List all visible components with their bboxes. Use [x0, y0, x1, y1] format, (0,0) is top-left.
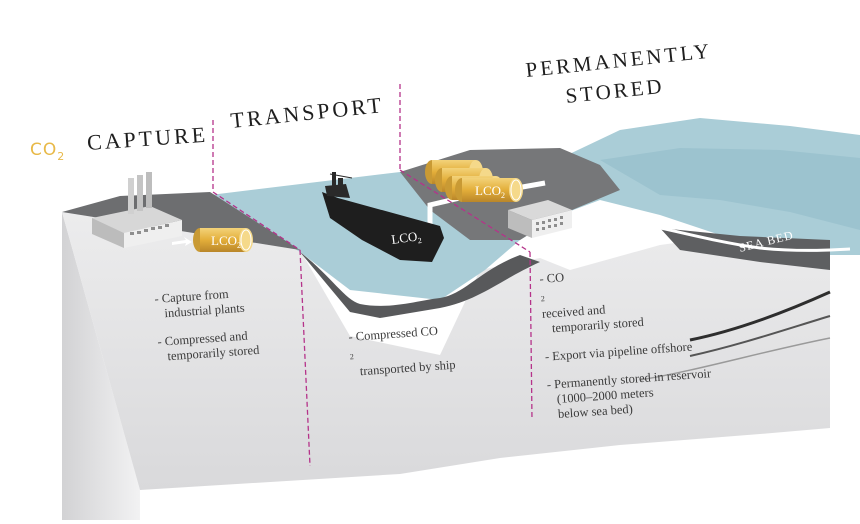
- lco2-label-ship: LCO2: [390, 228, 422, 249]
- ship-icon: [322, 172, 444, 262]
- storage-note-3: - Permanently stored in reservoir (1000–…: [546, 365, 712, 421]
- divider-capture-diag: [212, 191, 301, 251]
- storage-building-icon: [508, 200, 572, 238]
- divider-transport-front: [529, 251, 533, 421]
- lco2-label-storage: LCO2: [475, 183, 505, 200]
- lco2-tanks-storage: [425, 160, 523, 202]
- sea-water-far: [600, 148, 860, 230]
- storage-note-2: - Export via pipeline offshore: [544, 339, 693, 364]
- capture-co2-prefix: CO2: [30, 140, 66, 163]
- divider-transport-diag: [399, 169, 531, 253]
- factory-icon: [92, 172, 182, 248]
- strata-line-2: [689, 315, 831, 357]
- sea-bed-line: [589, 213, 851, 252]
- seabed-trench: [300, 252, 540, 318]
- strata-line-3: [639, 337, 831, 381]
- stage-dividers: [212, 84, 533, 467]
- lco2-label-capture: LCO2: [211, 233, 241, 250]
- block-side-face: [62, 212, 140, 520]
- divider-capture-front: [299, 249, 311, 467]
- arrow-icon: [172, 237, 192, 246]
- block-front-face: [62, 212, 830, 490]
- strata-line-1: [689, 290, 831, 342]
- lco2-tank-capture: [193, 228, 253, 252]
